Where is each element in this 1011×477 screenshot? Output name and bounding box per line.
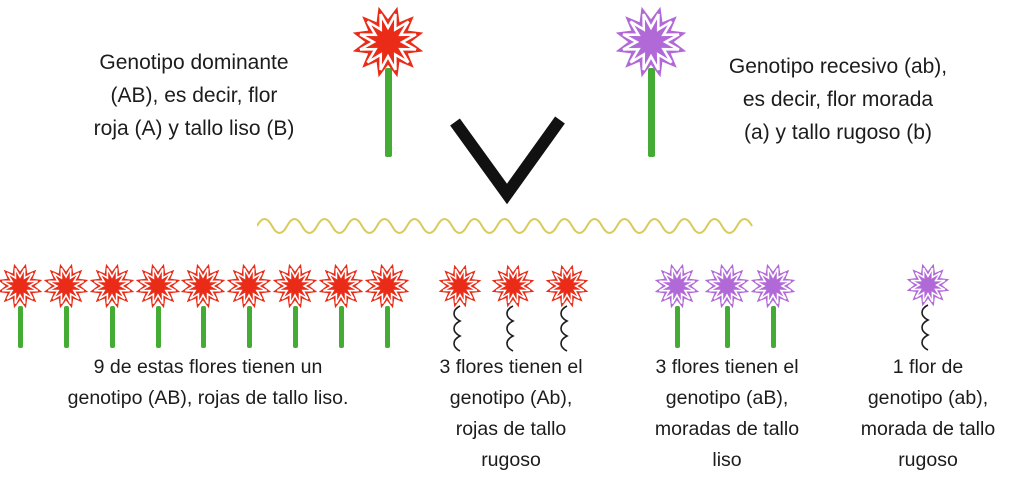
red-flower-icon: [350, 4, 426, 80]
text-line: Genotipo dominante: [99, 51, 289, 74]
offspring-caption: 1 flor de genotipo (ab), morada de tallo ru…: [813, 352, 1011, 476]
smooth-stem: [17, 306, 23, 348]
text-line: (AB), es decir, flor: [110, 84, 278, 107]
offspring-caption: 3 flores tienen el genotipo (aB), moradas …: [612, 352, 842, 476]
dominant-genotype-text: Genotipo dominante (AB), es decir, flor …: [33, 46, 355, 145]
red-flower-icon: [271, 262, 319, 310]
wavy-divider: [256, 217, 757, 235]
purple-flower-icon: [653, 262, 701, 310]
red-flower-icon: [179, 262, 227, 310]
smooth-stem: [200, 306, 206, 348]
red-flower-icon: [42, 262, 90, 310]
text-line: roja (A) y tallo liso (B): [93, 117, 295, 140]
rough-stem: [504, 305, 520, 357]
smooth-stem: [770, 306, 776, 348]
smooth-stem: [384, 306, 390, 348]
caption-line: genotipo (Ab),: [449, 387, 573, 409]
red-flower-icon: [0, 262, 44, 310]
purple-flower-icon: [613, 4, 689, 80]
caption-line: genotipo (ab),: [867, 387, 989, 409]
red-flower-icon: [544, 263, 590, 309]
red-flower-icon: [88, 262, 136, 310]
smooth-stem: [246, 306, 252, 348]
caption-line: 3 flores tienen el: [655, 356, 799, 378]
purple-flower-icon: [749, 262, 797, 310]
offspring-caption: 3 flores tienen el genotipo (Ab), rojas de…: [396, 352, 626, 476]
red-flower-icon: [490, 263, 536, 309]
smooth-stem: [109, 306, 115, 348]
smooth-stem: [155, 306, 161, 348]
caption-line: 3 flores tienen el: [439, 356, 583, 378]
caption-line: rugoso: [898, 449, 958, 471]
caption-line: genotipo (aB),: [665, 387, 789, 409]
text-line: (a) y tallo rugoso (b): [744, 121, 932, 144]
caption-line: liso: [712, 449, 742, 471]
red-flower-icon: [363, 262, 411, 310]
caption-line: rugoso: [481, 449, 541, 471]
purple-flower-icon: [703, 262, 751, 310]
text-line: es decir, flor morada: [742, 88, 934, 111]
rough-stem: [451, 305, 467, 357]
red-flower-icon: [134, 262, 182, 310]
smooth-stem: [338, 306, 344, 348]
purple-flower-icon: [905, 262, 951, 308]
smooth-stem: [63, 306, 69, 348]
offspring-caption: 9 de estas flores tienen un genotipo (AB)…: [0, 352, 423, 414]
smooth-stem: [292, 306, 298, 348]
smooth-stem: [647, 68, 655, 157]
rough-stem: [558, 305, 574, 357]
recessive-genotype-text: Genotipo recesivo (ab), es decir, flor m…: [693, 50, 983, 149]
caption-line: morada de tallo: [860, 418, 996, 440]
red-flower-icon: [317, 262, 365, 310]
cross-v-icon: [395, 110, 575, 208]
rough-stem: [919, 304, 935, 356]
caption-line: moradas de tallo: [654, 418, 800, 440]
text-line: Genotipo recesivo (ab),: [728, 55, 948, 78]
red-flower-icon: [437, 263, 483, 309]
caption-line: 9 de estas flores tienen un: [93, 356, 323, 378]
smooth-stem: [674, 306, 680, 348]
caption-line: genotipo (AB), rojas de tallo liso.: [67, 387, 349, 409]
caption-line: rojas de tallo: [455, 418, 567, 440]
smooth-stem: [724, 306, 730, 348]
smooth-stem: [384, 68, 392, 157]
caption-line: 1 flor de: [892, 356, 964, 378]
red-flower-icon: [225, 262, 273, 310]
